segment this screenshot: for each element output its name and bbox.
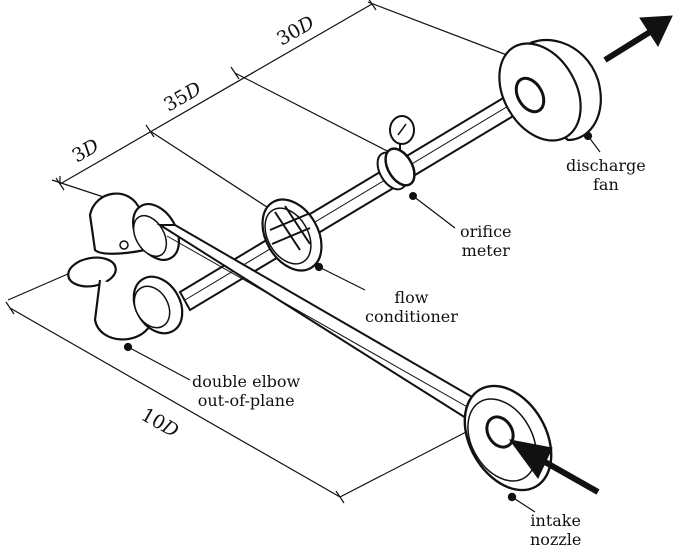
discharge-arrow-icon bbox=[603, 15, 673, 63]
dimension-line-10d bbox=[5, 259, 471, 504]
intake-arrow-icon bbox=[508, 439, 600, 495]
discharge-fan bbox=[498, 38, 602, 142]
orifice-meter bbox=[376, 115, 417, 200]
extension-10d-end bbox=[339, 429, 471, 498]
extension-orifice bbox=[234, 72, 396, 156]
extension-fan bbox=[367, 1, 521, 61]
dimension-lines-top bbox=[51, 0, 521, 223]
double-elbow bbox=[67, 192, 184, 352]
intake-nozzle bbox=[463, 384, 553, 502]
downstream-pipe bbox=[178, 80, 542, 312]
flow-conditioner bbox=[261, 198, 324, 272]
leader-lines bbox=[127, 135, 601, 513]
top-dimension-line bbox=[59, 3, 373, 185]
